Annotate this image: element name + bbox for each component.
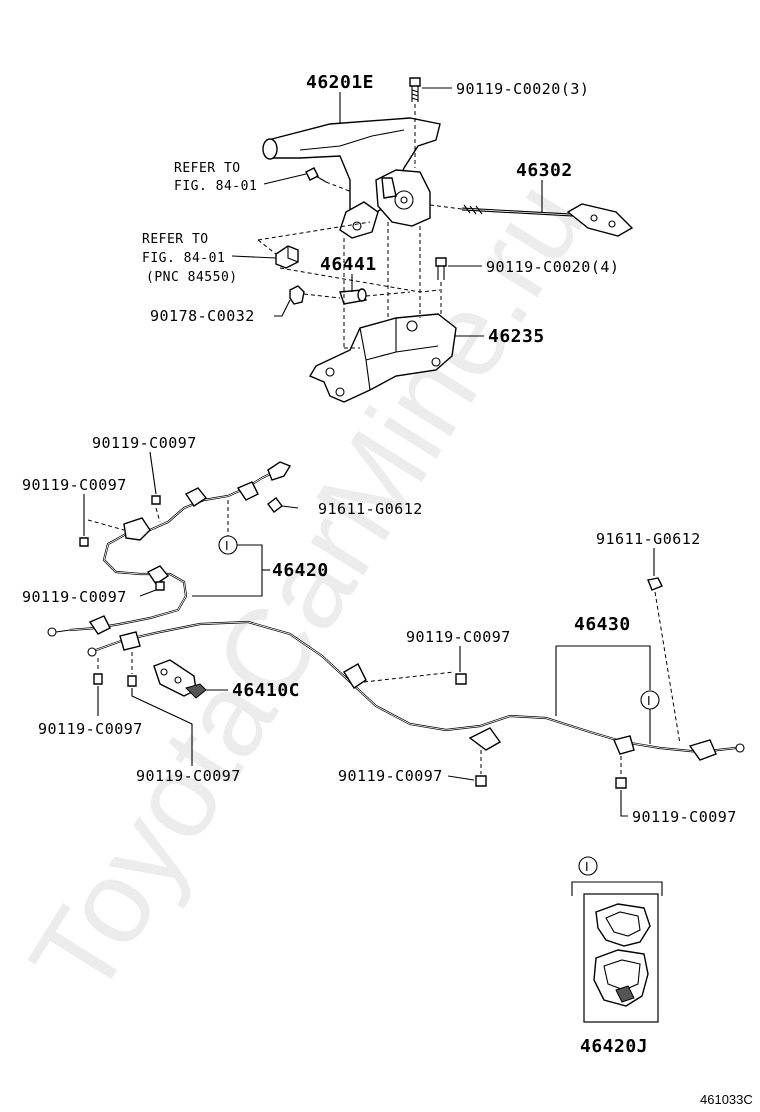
parking-brake-lever-assembly	[262, 117, 441, 239]
cable1-screw-part-number: 91611-G0612	[318, 500, 423, 518]
bottom-right-bolt-part-number: 90119-C0097	[632, 808, 737, 826]
spacer-part-number: 46441	[320, 254, 377, 275]
figure-code: 461033C	[700, 1092, 753, 1107]
bushing-part-number: 90178-C0032	[150, 307, 255, 325]
bushing	[289, 285, 341, 305]
refer-fig-1-line2: FIG. 84-01	[174, 179, 257, 194]
bottom-left-bolt-part-number: 90119-C0097	[38, 720, 143, 738]
cable1-left-bolt-part-number: 90119-C0097	[22, 476, 127, 494]
cable1-lower-bolt-part-number: 90119-C0097	[22, 588, 127, 606]
brake-rod	[429, 203, 634, 237]
parking-brake-cable-no1	[47, 461, 292, 637]
cable2-bolts	[93, 577, 663, 789]
cable2-part-number: 46430	[574, 614, 631, 635]
bracket-part-number: 46235	[488, 326, 545, 347]
right-screw-part-number: 91611-G0612	[596, 530, 701, 548]
cable1-screw	[267, 497, 299, 513]
cable-clamp	[153, 659, 207, 699]
cable1-bolts	[79, 495, 165, 591]
lever-bracket	[279, 222, 457, 403]
cable-clip-part	[593, 903, 651, 1007]
inset-mark: I	[585, 859, 589, 874]
lever-part-number: 46201E	[306, 72, 374, 93]
cable1-mark: I	[225, 538, 229, 553]
spacer	[339, 288, 411, 305]
bottom-left2-bolt-part-number: 90119-C0097	[136, 767, 241, 785]
refer-fig-1-line1: REFER TO	[174, 161, 241, 176]
inset-part-number: 46420J	[580, 1036, 648, 1057]
cable1-top-bolt-part-number: 90119-C0097	[92, 434, 197, 452]
lever-clip	[257, 221, 371, 269]
lever-bolt-part-number: 90119-C0020(3)	[456, 80, 589, 98]
refer-fig-2-line2: FIG. 84-01	[142, 251, 225, 266]
bracket-bolt-part-number: 90119-C0020(4)	[486, 258, 619, 276]
lever-bolt	[409, 77, 421, 168]
rod-part-number: 46302	[516, 160, 573, 181]
bracket-bolt	[435, 257, 447, 320]
parking-brake-cable-no2	[87, 591, 745, 761]
bottom-mid-bolt-part-number: 90119-C0097	[338, 767, 443, 785]
refer-fig-2-line3: (PNC 84550)	[146, 270, 238, 285]
cable1-part-number: 46420	[272, 560, 329, 581]
lever-screw	[305, 167, 353, 193]
refer-fig-2-line1: REFER TO	[142, 232, 209, 247]
cable2-mark: I	[647, 693, 651, 708]
clamp-part-number: 46410C	[232, 680, 300, 701]
inset-mark-circle	[578, 856, 598, 876]
mid-bolt-part-number: 90119-C0097	[406, 628, 511, 646]
